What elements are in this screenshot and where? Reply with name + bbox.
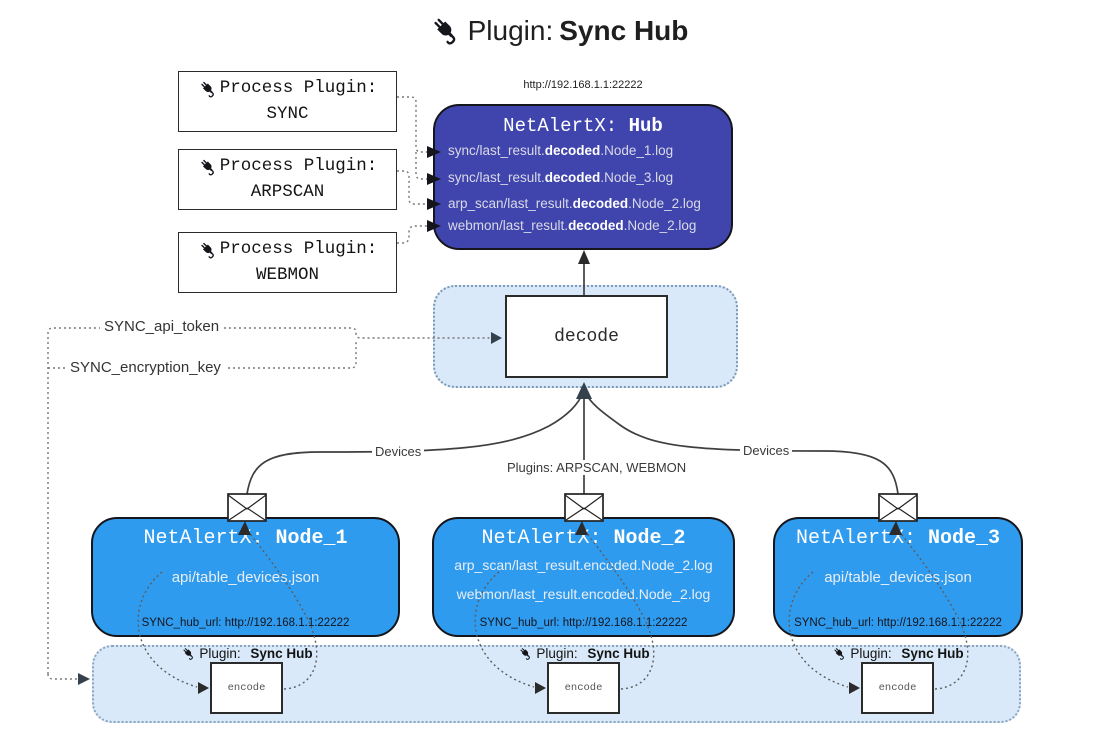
encode-box: encode bbox=[210, 662, 283, 714]
decode-box: decode bbox=[505, 295, 668, 378]
node-file-row: api/table_devices.json bbox=[824, 569, 972, 586]
node-file-row: webmon/last_result.encoded.Node_2.log bbox=[456, 586, 711, 602]
encode-box: encode bbox=[861, 662, 934, 714]
process-plugin-box-sync: Process Plugin: SYNC bbox=[178, 71, 397, 132]
devices-right-label: Devices bbox=[740, 443, 793, 458]
hub-name: NetAlertX: bbox=[503, 115, 629, 137]
node-file-row: api/table_devices.json bbox=[171, 569, 320, 586]
plug-icon bbox=[181, 646, 196, 661]
process-plugin-label: Process Plugin: bbox=[219, 156, 378, 177]
node-box-node3: NetAlertX: Node_3 api/table_devices.json… bbox=[773, 517, 1023, 637]
node-box-node1: NetAlertX: Node_1 api/table_devices.json… bbox=[91, 517, 400, 637]
hub-log-row: arp_scan/last_result.decoded.Node_2.log bbox=[448, 196, 701, 211]
process-plugin-box-webmon: Process Plugin: WEBMON bbox=[178, 232, 397, 293]
hub-log-row: webmon/last_result.decoded.Node_2.log bbox=[448, 218, 697, 233]
process-plugin-name: SYNC bbox=[266, 103, 309, 124]
plug-icon bbox=[198, 79, 218, 99]
node-title: NetAlertX: Node_2 bbox=[481, 527, 686, 550]
node-to-decode-curves bbox=[246, 391, 899, 495]
devices-left-label: Devices bbox=[372, 444, 425, 459]
node-hub-url: SYNC_hub_url: http://192.168.1.1:22222 bbox=[141, 617, 350, 629]
process-plugin-name: WEBMON bbox=[255, 264, 319, 285]
hub-input-arrow-icon bbox=[578, 250, 590, 264]
process-plugin-label: Process Plugin: bbox=[219, 78, 378, 99]
hub-url-label: http://192.168.1.1:22222 bbox=[523, 79, 643, 91]
node-hub-url: SYNC_hub_url: http://192.168.1.1:22222 bbox=[479, 617, 688, 629]
band-input-arrow-icon bbox=[78, 673, 90, 685]
plug-icon bbox=[198, 157, 218, 177]
hub-log-row: sync/last_result.decoded.Node_3.log bbox=[448, 170, 674, 185]
band-plugin-label: Plugin: Sync Hub bbox=[157, 646, 337, 661]
process-plugin-label: Process Plugin: bbox=[219, 239, 378, 260]
plug-icon bbox=[518, 646, 533, 661]
sync-encryption-key-label: SYNC_encryption_key bbox=[66, 359, 225, 376]
process-plugin-box-arpscan: Process Plugin: ARPSCAN bbox=[178, 149, 397, 210]
plugin-to-hub-connectors bbox=[397, 96, 427, 244]
hub-name-bold: Hub bbox=[628, 115, 663, 137]
node-title: NetAlertX: Node_3 bbox=[795, 527, 1001, 550]
page-title: Plugin: Sync Hub bbox=[0, 14, 1117, 47]
plugins-middle-label: Plugins: ARPSCAN, WEBMON bbox=[504, 460, 690, 475]
encode-box: encode bbox=[547, 662, 620, 714]
node-file-row: arp_scan/last_result.encoded.Node_2.log bbox=[454, 557, 713, 573]
title-text-bold: Sync Hub bbox=[559, 14, 689, 46]
plug-icon bbox=[832, 646, 847, 661]
hub-box: NetAlertX: Hub sync/last_result.decoded.… bbox=[433, 104, 733, 250]
node-hub-url: SYNC_hub_url: http://192.168.1.1:22222 bbox=[794, 617, 1002, 629]
hub-title: NetAlertX: Hub bbox=[435, 115, 731, 137]
title-text: Plugin: bbox=[467, 14, 554, 46]
process-plugin-name: ARPSCAN bbox=[250, 181, 325, 202]
band-plugin-label: Plugin: Sync Hub bbox=[808, 646, 988, 661]
plug-icon bbox=[198, 240, 218, 260]
hub-log-row: sync/last_result.decoded.Node_1.log bbox=[448, 143, 674, 158]
plug-icon bbox=[429, 14, 462, 47]
band-plugin-label: Plugin: Sync Hub bbox=[494, 646, 674, 661]
node-box-node2: NetAlertX: Node_2 arp_scan/last_result.e… bbox=[432, 517, 735, 637]
sync-api-token-label: SYNC_api_token bbox=[100, 318, 224, 335]
node-title: NetAlertX: Node_1 bbox=[143, 527, 348, 550]
